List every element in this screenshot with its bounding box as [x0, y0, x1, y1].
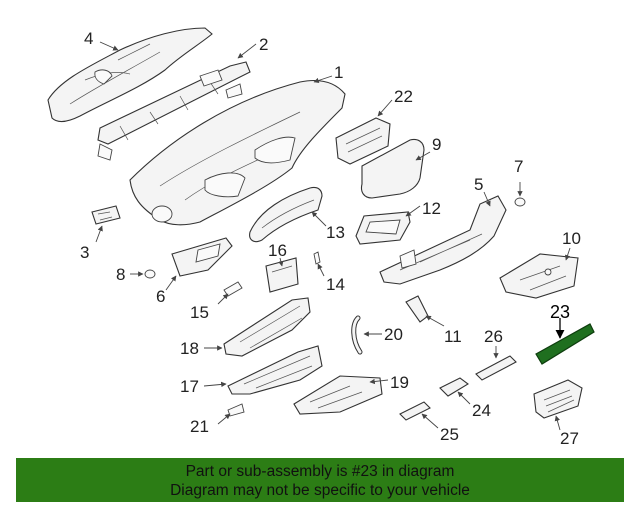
part-14-pin — [313, 251, 321, 265]
callout-7: 7 — [514, 157, 523, 176]
part-6-switch-panel — [171, 237, 233, 277]
info-banner: Part or sub-assembly is #23 in diagram D… — [16, 458, 624, 502]
callout-20: 20 — [384, 325, 403, 344]
callout-13: 13 — [326, 223, 345, 242]
part-19-under-cover — [293, 375, 383, 415]
part-2-reinforcement — [97, 61, 251, 161]
callout-22: 22 — [394, 87, 413, 106]
part-20-hose — [351, 315, 363, 355]
banner-line-2: Diagram may not be specific to your vehi… — [170, 482, 470, 499]
callout-2: 2 — [259, 35, 268, 54]
callout-6: 6 — [156, 287, 165, 306]
part-8-grommet — [144, 269, 156, 279]
part-24-switch — [439, 377, 469, 397]
callout-18: 18 — [180, 339, 199, 358]
callout-25: 25 — [440, 425, 459, 444]
callout-9: 9 — [432, 135, 441, 154]
part-5-lower-panel — [379, 195, 507, 285]
callout-16: 16 — [268, 241, 287, 260]
callout-12: 12 — [422, 199, 441, 218]
part-26-trim-strip — [475, 355, 517, 381]
part-13-cluster-bezel — [249, 186, 323, 243]
part-25-trim-piece — [399, 401, 431, 421]
callout-8: 8 — [116, 265, 125, 284]
part-16-bracket — [265, 257, 299, 293]
part-17-lower-panel — [227, 345, 323, 395]
callout-27: 27 — [560, 429, 579, 448]
part-11-bracket — [405, 295, 429, 323]
part-15-clip — [223, 281, 243, 297]
callout-5: 5 — [474, 175, 483, 194]
part-3-switch — [91, 205, 121, 225]
part-27-vent — [533, 379, 583, 419]
part-21-clip — [227, 403, 245, 417]
callout-14: 14 — [326, 275, 345, 294]
callout-26: 26 — [484, 327, 503, 346]
callout-17: 17 — [180, 377, 199, 396]
callout-3: 3 — [80, 243, 89, 262]
part-12-bezel — [355, 211, 411, 245]
callout-24: 24 — [472, 401, 491, 420]
part-22-airbag — [335, 117, 391, 165]
part-10-lower-trim — [499, 253, 579, 299]
part-1-instrument-panel — [129, 79, 346, 226]
callout-15: 15 — [190, 303, 209, 322]
callout-19: 19 — [390, 373, 409, 392]
callout-10: 10 — [562, 229, 581, 248]
part-23-trim-molding — [535, 323, 595, 365]
callout-4: 4 — [84, 29, 93, 48]
part-4-dash-cover — [47, 27, 213, 123]
callout-1: 1 — [334, 63, 343, 82]
part-18-knee-panel — [223, 297, 311, 357]
callout-21: 21 — [190, 417, 209, 436]
banner-line-1: Part or sub-assembly is #23 in diagram — [185, 463, 455, 480]
callout-11: 11 — [444, 327, 462, 346]
parts-diagram: 4 2 1 22 9 7 5 — [47, 27, 595, 448]
part-7-clip — [514, 197, 526, 207]
part-9-glove-box-door — [360, 138, 425, 199]
callout-23: 23 — [550, 302, 570, 322]
